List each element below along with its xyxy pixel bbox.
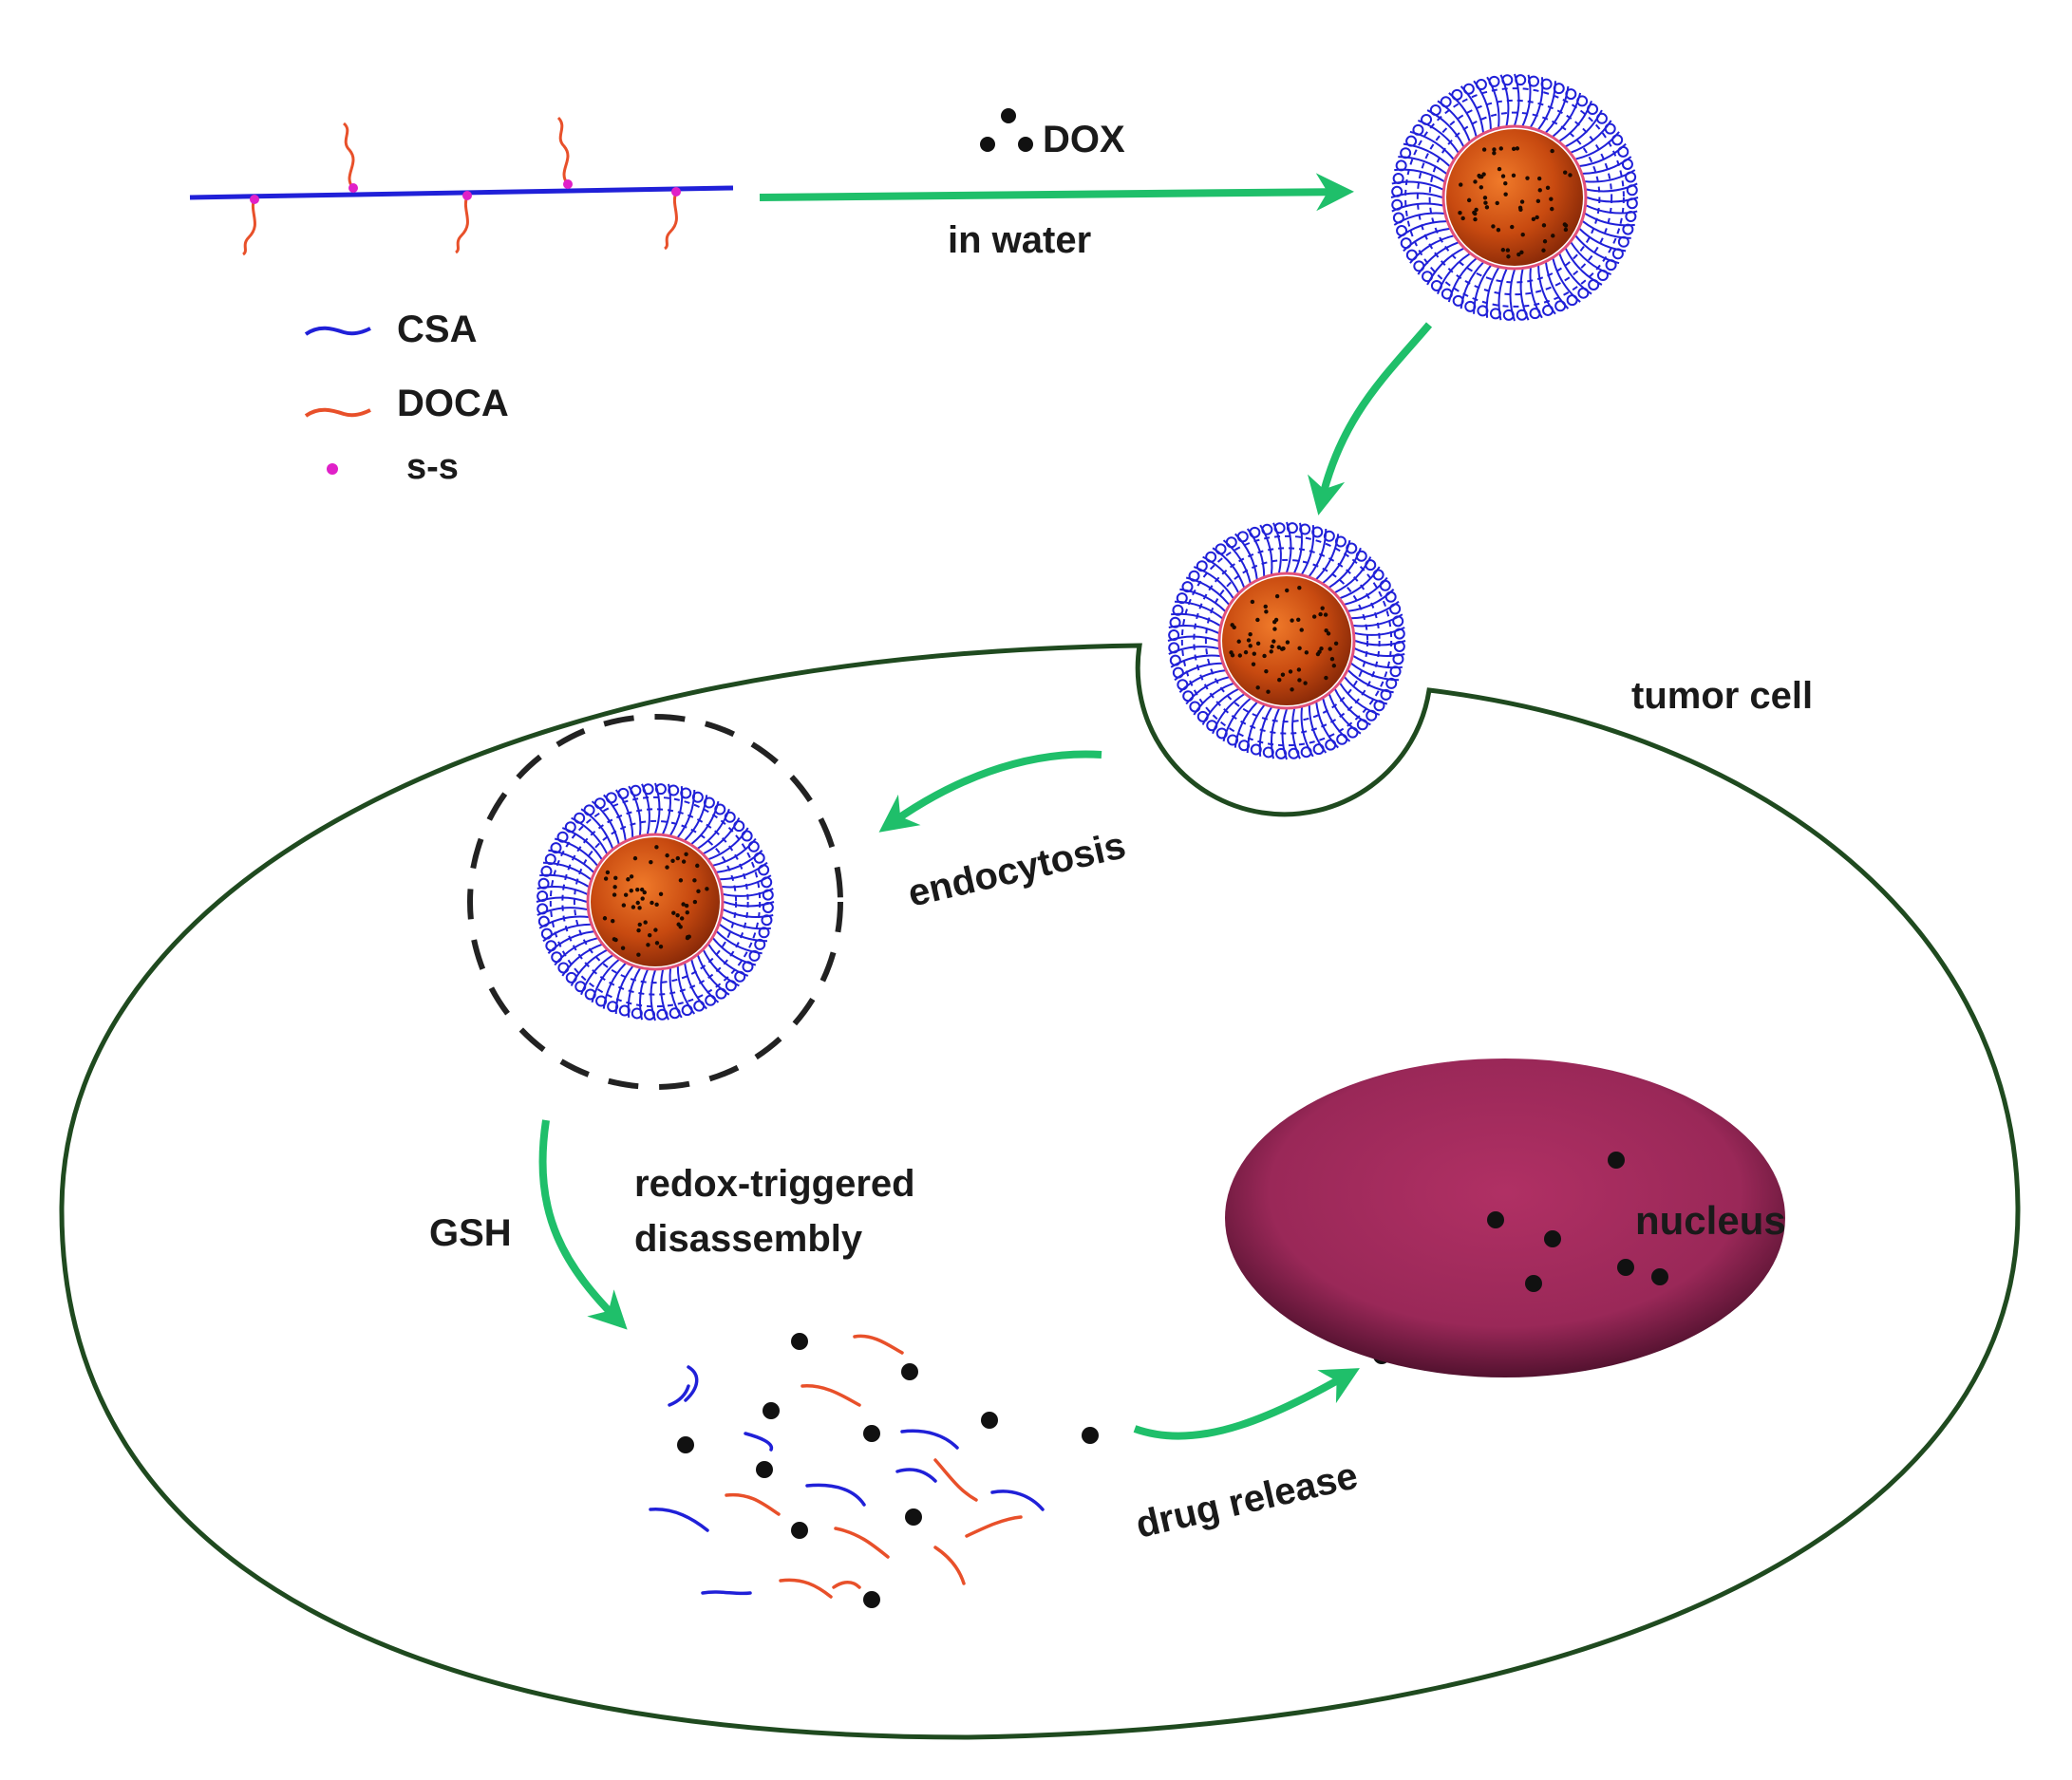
- legend-ss-swatch: [327, 463, 338, 475]
- micelle-core: [1217, 571, 1356, 710]
- gsh-label: GSH: [429, 1212, 512, 1254]
- legend-csa-label: CSA: [397, 309, 477, 350]
- dox-label: DOX: [1043, 119, 1125, 160]
- micelle-core: [1441, 124, 1588, 271]
- dox-molecules-released: [677, 1333, 1099, 1608]
- micelle-core: [1446, 129, 1583, 266]
- tumor-cell-membrane: [59, 643, 2021, 1740]
- micelle-dox-load: [602, 845, 709, 957]
- legend-csa-swatch: [304, 326, 371, 336]
- polymer-chain: [189, 116, 734, 256]
- micelle-icon: [536, 782, 775, 1021]
- endocytosis-label: endocytosis: [904, 824, 1129, 914]
- assembly-arrow: [759, 173, 1354, 212]
- polymer-fragments: [649, 1334, 1045, 1599]
- in-water-label: in water: [948, 219, 1091, 261]
- approach-arrow: [1308, 322, 1433, 515]
- endosome-membrane: [467, 714, 843, 1090]
- doca-side-chains: [241, 116, 678, 256]
- micelle-core: [586, 833, 725, 971]
- micelle-core: [591, 837, 720, 966]
- micelle-icon: [1167, 521, 1406, 760]
- drug-release-arrow: [1133, 1368, 1360, 1440]
- ss-bond-dots: [250, 179, 681, 204]
- micelle-shell: [1167, 521, 1406, 760]
- tumor-cell-label: tumor cell: [1631, 675, 1813, 717]
- dox-dots-icon: [980, 108, 1033, 152]
- micelle-shell: [536, 782, 775, 1021]
- disassembly-arrow: [538, 1119, 628, 1330]
- endocytosis-arrow: [878, 750, 1102, 833]
- legend: CSA DOCA s-s: [304, 309, 509, 487]
- redox-label-line1: redox-triggered: [634, 1163, 915, 1205]
- legend-doca-swatch: [304, 407, 371, 418]
- micelle-shell: [1390, 73, 1639, 322]
- micelle-icon: [1390, 73, 1639, 322]
- micelle-dox-load: [1458, 146, 1573, 259]
- redox-label-line2: disassembly: [634, 1218, 863, 1260]
- dox-in-nucleus: [1487, 1152, 1668, 1292]
- nucleus-label: nucleus: [1635, 1198, 1786, 1243]
- micelle-dox-load: [1229, 585, 1339, 694]
- csa-backbone: [189, 185, 734, 200]
- nucleus-icon: [1225, 1059, 1785, 1377]
- drug-release-label: drug release: [1132, 1454, 1362, 1546]
- legend-ss-label: s-s: [406, 447, 459, 487]
- legend-doca-label: DOCA: [397, 383, 509, 424]
